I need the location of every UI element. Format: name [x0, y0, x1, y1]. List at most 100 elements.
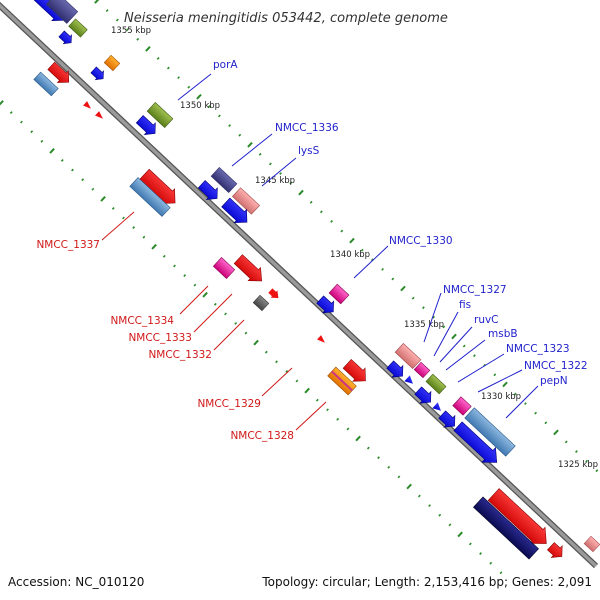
gene-arrow[interactable]	[432, 402, 443, 413]
leader-msbB	[445, 339, 486, 371]
gene-arrow[interactable]	[103, 54, 121, 72]
kbp-label-1335: 1335 kbp	[404, 320, 444, 330]
gene-label-NMCC_1327[interactable]: NMCC_1327	[443, 284, 507, 296]
gene-label-msbB[interactable]: msbB	[488, 328, 518, 340]
gene-arrow[interactable]	[486, 486, 554, 551]
gene-arrow[interactable]	[315, 294, 339, 318]
gene-label-pepN[interactable]: pepN	[540, 375, 568, 387]
gene-label-NMCC_1322[interactable]: NMCC_1322	[524, 360, 588, 372]
gene-label-NMCC_1336[interactable]: NMCC_1336	[275, 122, 339, 134]
scale-tick-major	[49, 148, 55, 154]
scale-tick-minor	[595, 469, 599, 473]
gene-arrow[interactable]	[45, 0, 79, 24]
scale-tick-minor	[258, 152, 262, 156]
scale-tick-major	[457, 531, 463, 538]
topology-summary: Topology: circular; Length: 2,153,416 bp…	[261, 575, 592, 589]
gene-arrow[interactable]	[317, 335, 327, 345]
gene-arrow[interactable]	[464, 407, 516, 457]
leader-NMCC_1333	[193, 293, 233, 333]
scale-tick-minor	[9, 111, 13, 114]
gene-arrow[interactable]	[451, 419, 503, 470]
scale-tick-major	[196, 93, 202, 100]
gene-arrow[interactable]	[212, 257, 236, 279]
gene-arrow[interactable]	[545, 540, 567, 562]
gene-arrow[interactable]	[341, 357, 372, 387]
scale-tick-minor	[428, 504, 431, 508]
leader-porA	[177, 73, 212, 101]
scale-tick-minor	[264, 350, 268, 354]
scale-tick-minor	[499, 571, 503, 575]
gene-label-NMCC_1334[interactable]: NMCC_1334	[110, 315, 174, 327]
gene-arrow[interactable]	[95, 111, 105, 121]
gene-arrow[interactable]	[473, 496, 539, 560]
gene-arrow[interactable]	[413, 385, 436, 408]
scale-tick-minor	[479, 552, 482, 555]
gene-label-NMCC_1330[interactable]: NMCC_1330	[389, 235, 453, 247]
gene-arrow[interactable]	[394, 343, 422, 369]
scale-tick-minor	[462, 344, 466, 348]
gene-arrow[interactable]	[196, 178, 222, 204]
gene-arrow[interactable]	[90, 66, 108, 84]
gene-arrow[interactable]	[58, 30, 76, 48]
scale-tick-minor	[162, 254, 166, 258]
scale-tick-minor	[544, 421, 548, 425]
gene-arrow[interactable]	[404, 375, 415, 386]
scale-tick-minor	[105, 9, 109, 12]
scale-tick-minor	[422, 306, 425, 310]
scale-tick-minor	[360, 248, 364, 252]
gene-label-NMCC_1328[interactable]: NMCC_1328	[230, 430, 294, 442]
gene-arrow[interactable]	[220, 196, 253, 229]
gene-arrow[interactable]	[252, 294, 270, 312]
scale-tick-minor	[524, 402, 527, 406]
gene-arrow[interactable]	[232, 253, 268, 288]
gene-arrow[interactable]	[328, 283, 350, 305]
gene-label-NMCC_1337[interactable]: NMCC_1337	[36, 239, 100, 251]
kbp-label-1325: 1325 kbp	[558, 460, 598, 470]
gene-arrow[interactable]	[68, 18, 88, 38]
gene-arrow[interactable]	[134, 113, 160, 139]
scale-tick-minor	[309, 200, 313, 204]
leader-pepN	[505, 385, 539, 419]
gene-arrow[interactable]	[231, 187, 261, 215]
gene-arrow[interactable]	[129, 177, 171, 217]
gene-arrow[interactable]	[210, 167, 238, 193]
scale-tick-minor	[285, 369, 289, 373]
scale-tick-major	[145, 45, 151, 52]
scale-tick-minor	[279, 172, 282, 175]
scale-tick-minor	[417, 494, 421, 498]
gene-arrow[interactable]	[83, 101, 93, 111]
gene-arrow[interactable]	[267, 287, 282, 302]
scale-tick-minor	[473, 354, 476, 358]
gene-label-NMCC_1332[interactable]: NMCC_1332	[148, 349, 212, 361]
kbp-label-1350: 1350 kbp	[180, 101, 220, 111]
scale-tick-minor	[193, 283, 197, 287]
scale-tick-minor	[60, 159, 64, 162]
scale-tick-minor	[366, 446, 370, 450]
gene-label-NMCC_1333[interactable]: NMCC_1333	[128, 332, 192, 344]
gene-arrow[interactable]	[452, 396, 472, 416]
gene-arrow[interactable]	[46, 60, 74, 88]
gene-arrow[interactable]	[583, 535, 600, 553]
scale-tick-minor	[20, 120, 23, 124]
gene-arrow[interactable]	[385, 359, 408, 382]
scale-tick-minor	[575, 450, 578, 453]
gene-label-lysS[interactable]: lysS	[298, 145, 320, 157]
gene-label-fis[interactable]: fis	[459, 299, 471, 311]
accession-text: Accession: NC_010120	[8, 575, 144, 589]
scale-tick-minor	[448, 523, 452, 527]
scale-tick-major	[502, 381, 508, 388]
scale-tick-minor	[315, 398, 319, 402]
gene-label-porA[interactable]: porA	[213, 59, 238, 71]
gene-arrow[interactable]	[437, 409, 460, 432]
gene-arrow[interactable]	[413, 361, 431, 379]
scale-tick-minor	[381, 267, 385, 271]
gene-label-ruvC[interactable]: ruvC	[474, 314, 499, 326]
gene-arrow[interactable]	[146, 102, 174, 128]
scale-tick-minor	[534, 411, 538, 415]
gene-arrow[interactable]	[33, 71, 59, 97]
gene-arrow[interactable]	[425, 373, 447, 395]
gene-label-NMCC_1323[interactable]: NMCC_1323	[506, 343, 570, 355]
scale-tick-major	[253, 339, 259, 346]
scale-tick-minor	[234, 322, 238, 325]
gene-label-NMCC_1329[interactable]: NMCC_1329	[197, 398, 261, 410]
